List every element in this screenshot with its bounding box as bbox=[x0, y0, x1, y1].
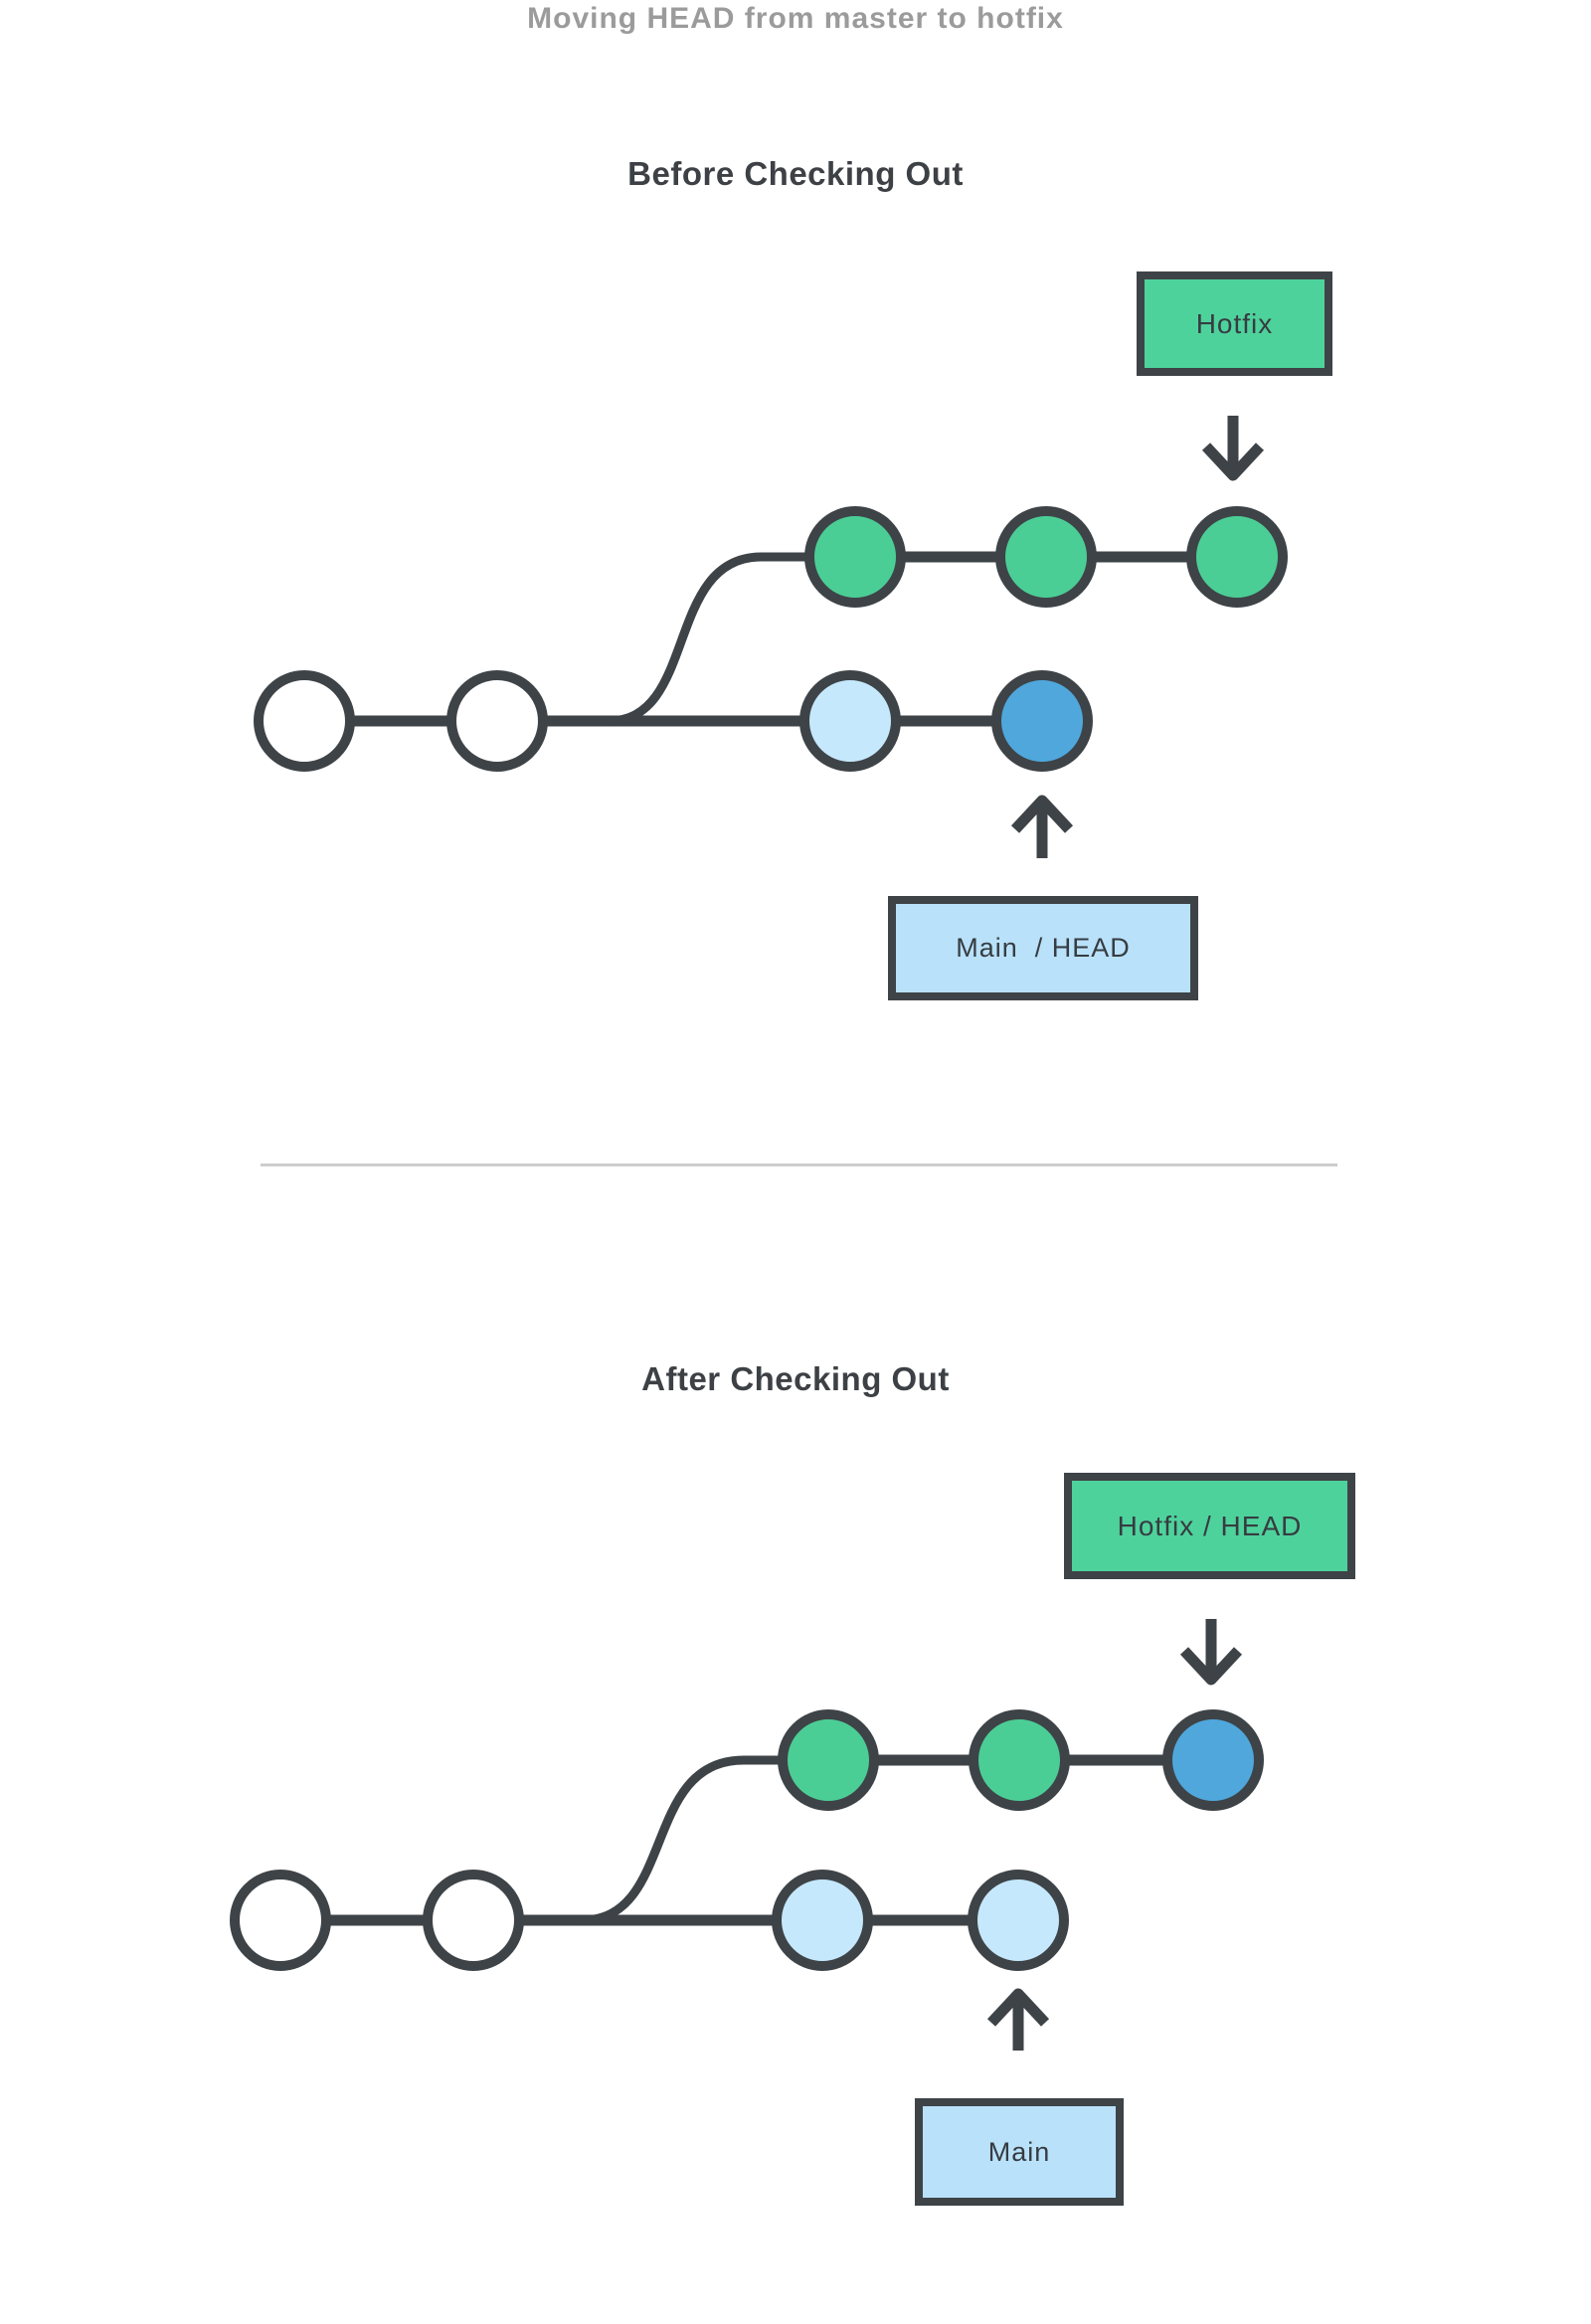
branch-label-text: Hotfix / HEAD bbox=[1117, 1510, 1303, 1541]
commit-node-white bbox=[254, 670, 355, 772]
branch-label-hotfix-head-after: Hotfix / HEAD bbox=[1064, 1473, 1355, 1579]
commit-node-green bbox=[778, 1709, 879, 1811]
up-arrow-head-icon bbox=[1010, 795, 1074, 833]
fork-curve-before bbox=[608, 552, 857, 726]
section-heading-before: Before Checking Out bbox=[627, 155, 964, 192]
commit-node-green bbox=[804, 506, 906, 608]
down-arrow-head-icon bbox=[1201, 443, 1265, 481]
commit-node-lightblue bbox=[968, 1870, 1069, 1971]
branch-label-text: Main bbox=[987, 2136, 1051, 2167]
commit-node-white bbox=[230, 1870, 331, 1971]
page-title: Moving HEAD from master to hotfix bbox=[527, 2, 1064, 35]
commit-node-lightblue bbox=[799, 670, 901, 772]
commit-node-green bbox=[969, 1709, 1070, 1811]
fork-curve-after bbox=[581, 1755, 830, 1925]
commit-node-green bbox=[1186, 506, 1288, 608]
branch-label-text: Main / HEAD bbox=[956, 933, 1131, 963]
commit-node-lightblue bbox=[772, 1870, 873, 1971]
branch-label-main-after: Main bbox=[915, 2098, 1124, 2206]
commit-node-blue bbox=[991, 670, 1093, 772]
branch-label-main-head-before: Main / HEAD bbox=[888, 896, 1198, 1000]
down-arrow-head-icon bbox=[1179, 1647, 1243, 1686]
commit-node-blue bbox=[1162, 1709, 1264, 1811]
commit-node-white bbox=[446, 670, 548, 772]
section-heading-after: After Checking Out bbox=[641, 1360, 950, 1397]
commit-node-green bbox=[995, 506, 1097, 608]
up-arrow-head-icon bbox=[986, 1988, 1050, 2027]
section-divider bbox=[261, 1163, 1337, 1166]
commit-node-white bbox=[423, 1870, 524, 1971]
branch-label-hotfix-before: Hotfix bbox=[1137, 271, 1332, 376]
branch-label-text: Hotfix bbox=[1195, 307, 1274, 339]
